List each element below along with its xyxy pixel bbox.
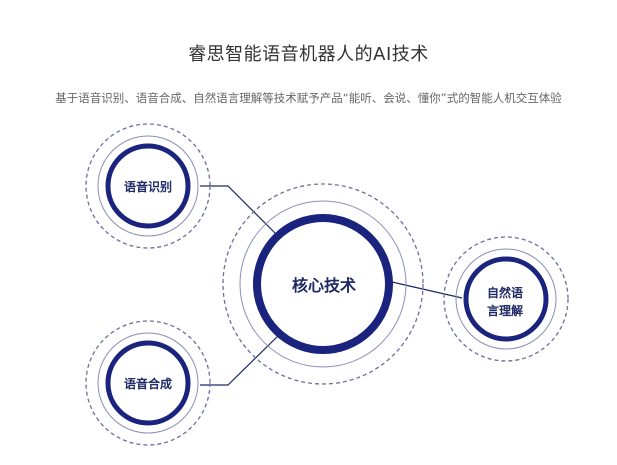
page-subtitle: 基于语音识别、语音合成、自然语言理解等技术赋予产品“能听、会说、懂你”式的智能人… (55, 91, 562, 105)
node-tts-main-ring (105, 340, 191, 426)
connector-asr-core (200, 185, 279, 237)
node-tts-thin-ring (97, 332, 199, 434)
node-nlu-dashed-ring (443, 236, 569, 362)
node-core-label: 核心技术 (291, 276, 356, 295)
node-asr-thin-ring (97, 135, 199, 237)
node-core (222, 183, 424, 385)
node-tts-label: 语音合成 (123, 376, 172, 391)
node-nlu-thin-ring (455, 248, 557, 350)
node-core-dashed-ring (222, 183, 424, 385)
node-core-thin-ring (239, 200, 407, 368)
node-asr-main-ring (105, 143, 191, 229)
node-nlu-main-ring (463, 256, 549, 342)
node-nlu-label-line1: 自然语 (486, 286, 523, 300)
page-title: 睿思智能语音机器人的AI技术 (188, 44, 429, 65)
node-asr-dashed-ring (85, 123, 211, 249)
connector-core-nlu (391, 281, 463, 299)
node-asr (85, 123, 211, 249)
node-nlu-label-line2: 言理解 (486, 304, 523, 318)
node-asr-label: 语音识别 (123, 179, 172, 194)
node-tts-dashed-ring (85, 320, 211, 446)
connector-tts-core (200, 331, 283, 386)
node-tts (85, 320, 211, 446)
node-nlu (443, 236, 569, 362)
node-core-main-ring (253, 214, 393, 354)
node-nlu-label: 自然语 言理解 (472, 282, 538, 322)
